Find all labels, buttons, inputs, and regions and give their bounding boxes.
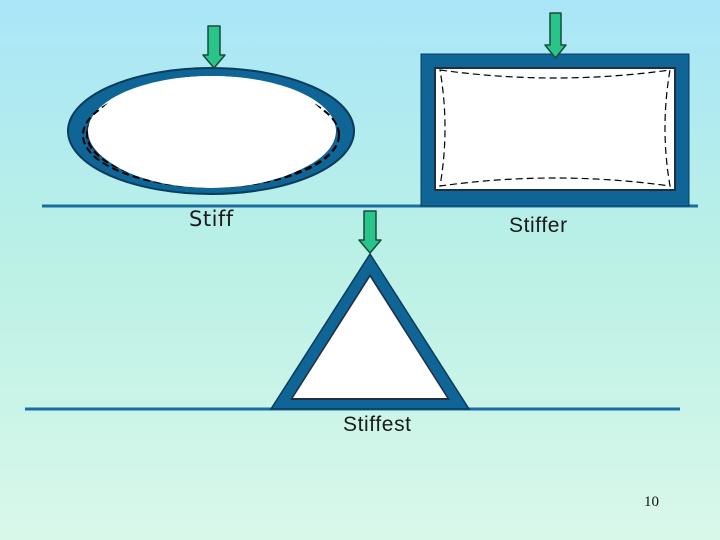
label-stiff: Stiff	[189, 207, 234, 231]
label-stiffer: Stiffer	[509, 214, 568, 237]
ellipse-shape	[67, 67, 355, 195]
rectangle-shape	[420, 53, 690, 207]
page-number: 10	[644, 494, 659, 510]
rectangle-deflection-outline	[439, 69, 671, 187]
down-arrow-icon	[202, 25, 226, 69]
down-arrow-icon	[358, 210, 382, 254]
label-stiffest: Stiffest	[343, 413, 412, 436]
down-arrow-icon	[544, 12, 567, 59]
triangle-shape	[269, 252, 471, 410]
